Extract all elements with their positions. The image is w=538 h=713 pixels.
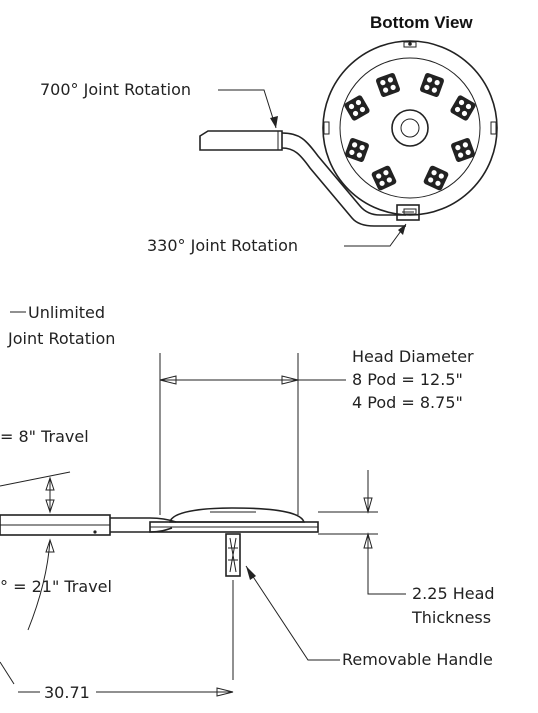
length-dimension-label: 30.71 <box>44 683 90 702</box>
center-knob-inner <box>400 118 420 138</box>
led-pod <box>450 95 476 121</box>
head-diameter-title: Head Diameter <box>352 347 474 366</box>
upper-travel-label: = 8" Travel <box>0 427 89 446</box>
led-pod <box>345 138 369 162</box>
head-diameter-4pod: 4 Pod = 8.75" <box>352 393 463 412</box>
ring-notches <box>323 41 497 215</box>
led-pod <box>451 138 475 162</box>
rotation-700-arrowhead <box>270 116 278 128</box>
diameter-arrow-left <box>159 375 177 385</box>
removable-handle-label: Removable Handle <box>342 650 493 669</box>
led-pods <box>344 73 476 191</box>
led-pod <box>344 95 370 121</box>
center-knob-outer <box>391 109 429 147</box>
upper-travel-arrowhead <box>45 476 55 491</box>
light-head-side-view <box>149 507 319 533</box>
rotation-330-label: 330° Joint Rotation <box>147 236 298 255</box>
rotation-700-label: 700° Joint Rotation <box>40 80 191 99</box>
side-view: Unlimited Joint Rotation Head Diameter 8… <box>0 303 495 702</box>
led-pod <box>420 73 444 97</box>
rotation-700-leader <box>218 89 277 129</box>
head-thickness-line1: 2.25 Head <box>412 584 495 603</box>
upper-travel-angle-line <box>0 471 71 487</box>
unlimited-label-line2: Joint Rotation <box>7 329 115 348</box>
diameter-arrow-right <box>281 375 299 385</box>
rotation-330-arrowhead <box>398 224 406 235</box>
removable-handle <box>225 533 241 680</box>
head-diameter-8pod: 8 Pod = 12.5" <box>352 370 463 389</box>
light-head-outer-ring <box>322 40 498 216</box>
lower-travel-arrowhead <box>45 538 55 553</box>
bottom-view: Bottom View <box>40 13 498 255</box>
bottom-view-title: Bottom View <box>370 13 473 32</box>
handle-arrowhead <box>246 566 256 580</box>
led-pod <box>376 73 400 97</box>
thickness-arrowhead-top <box>363 497 373 514</box>
lower-travel-label: ° = 21" Travel <box>0 577 112 596</box>
unlimited-label-line1: Unlimited <box>28 303 105 322</box>
index-dot <box>408 42 412 46</box>
rotation-330-leader <box>344 223 407 247</box>
light-head-inner-ring <box>339 57 481 199</box>
thickness-leader-bottom <box>367 534 406 595</box>
led-pod <box>423 165 449 191</box>
thickness-arrowhead-bottom <box>363 532 373 549</box>
led-pod <box>371 165 397 191</box>
lower-travel-arc <box>27 539 51 631</box>
lower-travel-angle-line <box>0 661 15 685</box>
support-arm-top-view <box>199 130 420 227</box>
length-arrowhead <box>216 687 234 697</box>
head-thickness-line2: Thickness <box>411 608 491 627</box>
handle-leader <box>245 565 340 661</box>
upper-travel-arrowhead-lower <box>45 499 55 514</box>
